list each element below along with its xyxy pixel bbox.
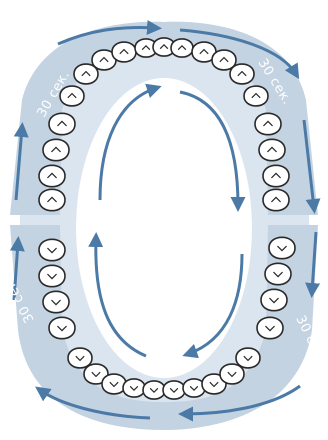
tooth-icon	[102, 374, 126, 394]
tooth-icon	[39, 189, 65, 210]
tooth-icon	[257, 317, 283, 338]
tooth-icon	[236, 348, 260, 368]
tooth-icon	[39, 239, 65, 260]
tooth-icon	[261, 289, 287, 310]
tooth-icon	[269, 237, 295, 258]
tooth-icon	[143, 381, 165, 399]
tooth-icon	[68, 348, 92, 368]
tooth-icon	[43, 139, 69, 160]
tooth-icon	[220, 364, 244, 384]
tooth-icon	[255, 113, 281, 134]
palate-area	[76, 78, 252, 378]
tooth-icon	[123, 379, 145, 397]
tooth-icon	[163, 381, 185, 399]
tooth-icon	[244, 86, 268, 106]
tooth-icon	[49, 113, 75, 134]
tooth-icon	[259, 139, 285, 160]
tooth-icon	[263, 189, 289, 210]
tooth-icon	[265, 263, 291, 284]
tooth-icon	[263, 165, 289, 186]
tooth-icon	[112, 42, 136, 62]
tooth-icon	[49, 317, 75, 338]
tooth-icon	[39, 265, 65, 286]
tooth-icon	[43, 291, 69, 312]
tooth-icon	[39, 165, 65, 186]
tooth-icon	[230, 64, 254, 84]
tooth-icon	[171, 39, 193, 57]
